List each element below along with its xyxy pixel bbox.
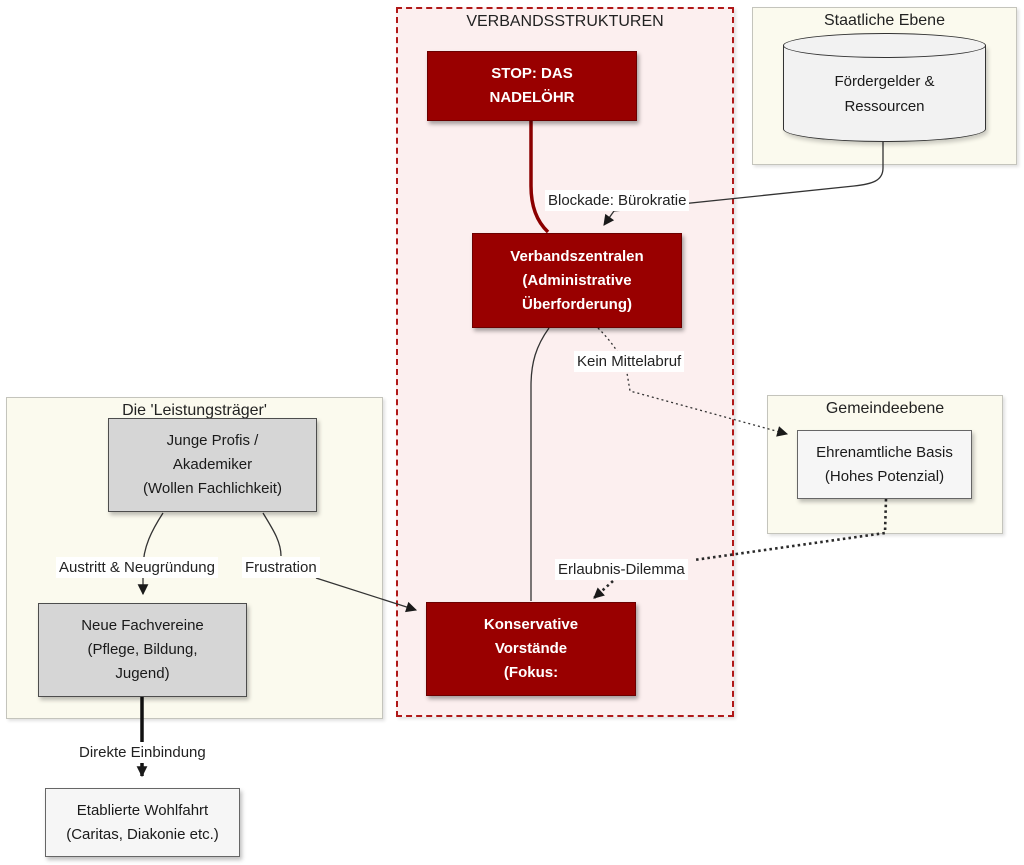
cylinder-body — [783, 45, 986, 142]
node-foerdergelder-label: Fördergelder & Ressourcen — [834, 73, 935, 115]
edge-label-direkte-einbindung: Direkte Einbindung — [76, 742, 209, 763]
node-ehrenamtliche-basis: Ehrenamtliche Basis (Hohes Potenzial) — [797, 430, 972, 499]
node-neue-fachvereine: Neue Fachvereine (Pflege, Bildung, Jugen… — [38, 603, 247, 697]
node-junge-profis: Junge Profis / Akademiker (Wollen Fachli… — [108, 418, 317, 512]
node-konservative-vorstaende: Konservative Vorstände (Fokus: — [426, 602, 636, 696]
cluster-leistungstraeger-title: Die 'Leistungsträger' — [122, 402, 267, 419]
edge-label-blockade: Blockade: Bürokratie — [545, 190, 690, 211]
cylinder-top-ellipse — [783, 33, 986, 58]
edge-label-frustration: Frustration — [242, 557, 320, 578]
edge-label-austritt: Austritt & Neugründung — [56, 557, 218, 578]
cluster-gemeindeebene-title: Gemeindeebene — [825, 400, 945, 417]
cluster-staatliche-ebene-title: Staatliche Ebene — [824, 12, 945, 29]
node-verbandszentralen: Verbandszentralen (Administrative Überfo… — [472, 233, 682, 328]
node-stop-nadeloehr: STOP: DAS NADELÖHR — [427, 51, 637, 121]
node-foerdergelder-cylinder: Fördergelder & Ressourcen — [783, 33, 986, 142]
edge-label-erlaubnis-dilemma: Erlaubnis-Dilemma — [555, 559, 688, 580]
cluster-verbandsstrukturen-title: VERBANDSSTRUKTUREN — [466, 13, 664, 30]
edge-label-kein-mittelabruf: Kein Mittelabruf — [574, 351, 685, 372]
node-etablierte-wohlfahrt: Etablierte Wohlfahrt (Caritas, Diakonie … — [45, 788, 240, 857]
